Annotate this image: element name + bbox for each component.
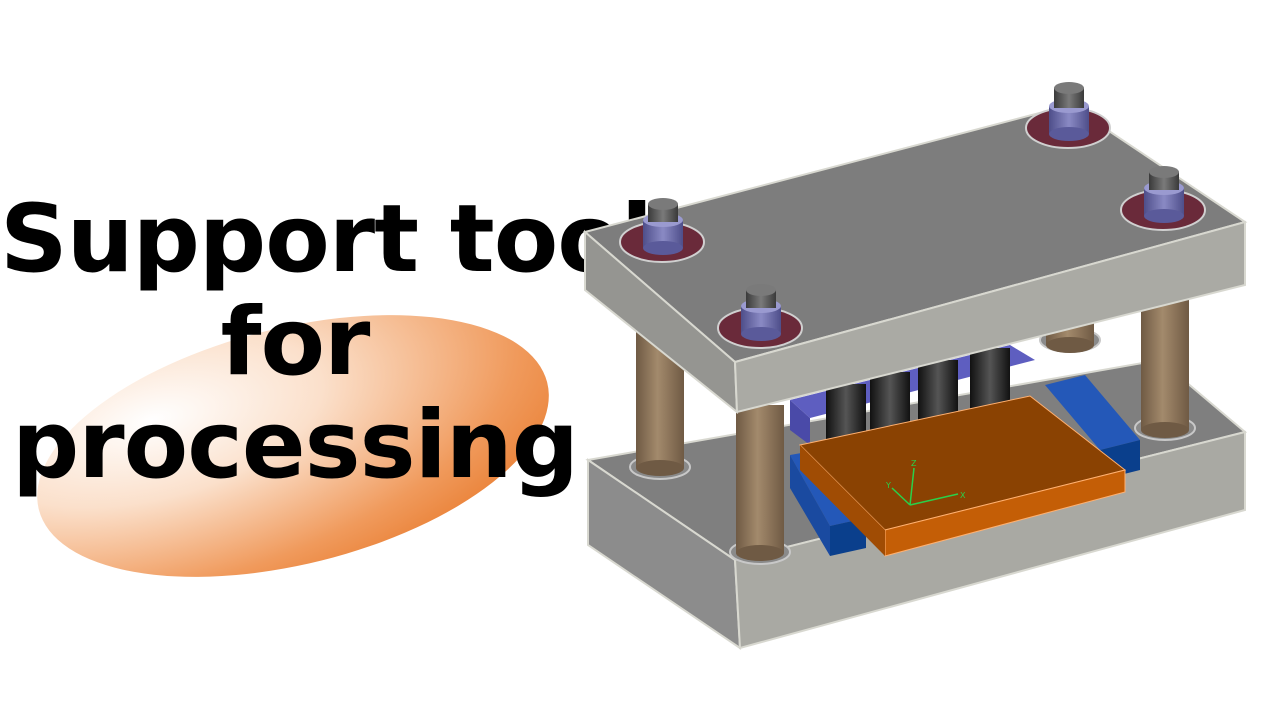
bolt-back-right	[1025, 82, 1111, 149]
bolt-back-left	[619, 198, 705, 263]
bolt-front-left	[717, 284, 803, 349]
svg-text:X: X	[960, 491, 966, 500]
die-set-illustration: X Y Z	[582, 82, 1248, 650]
guide-post-front-left	[736, 405, 784, 561]
title-line-2: for	[220, 288, 371, 397]
bolt-front-right	[1120, 166, 1206, 231]
axis-triad: X Y Z	[885, 459, 966, 506]
title-line-1: Support tool	[0, 185, 653, 294]
guide-post-front-right	[1141, 290, 1189, 438]
svg-text:Z: Z	[911, 459, 917, 468]
workpiece: X Y Z	[798, 395, 1127, 557]
title-line-3: processing	[11, 391, 579, 500]
slide-title: Support tool for processing	[0, 185, 653, 500]
svg-text:Y: Y	[885, 481, 891, 490]
